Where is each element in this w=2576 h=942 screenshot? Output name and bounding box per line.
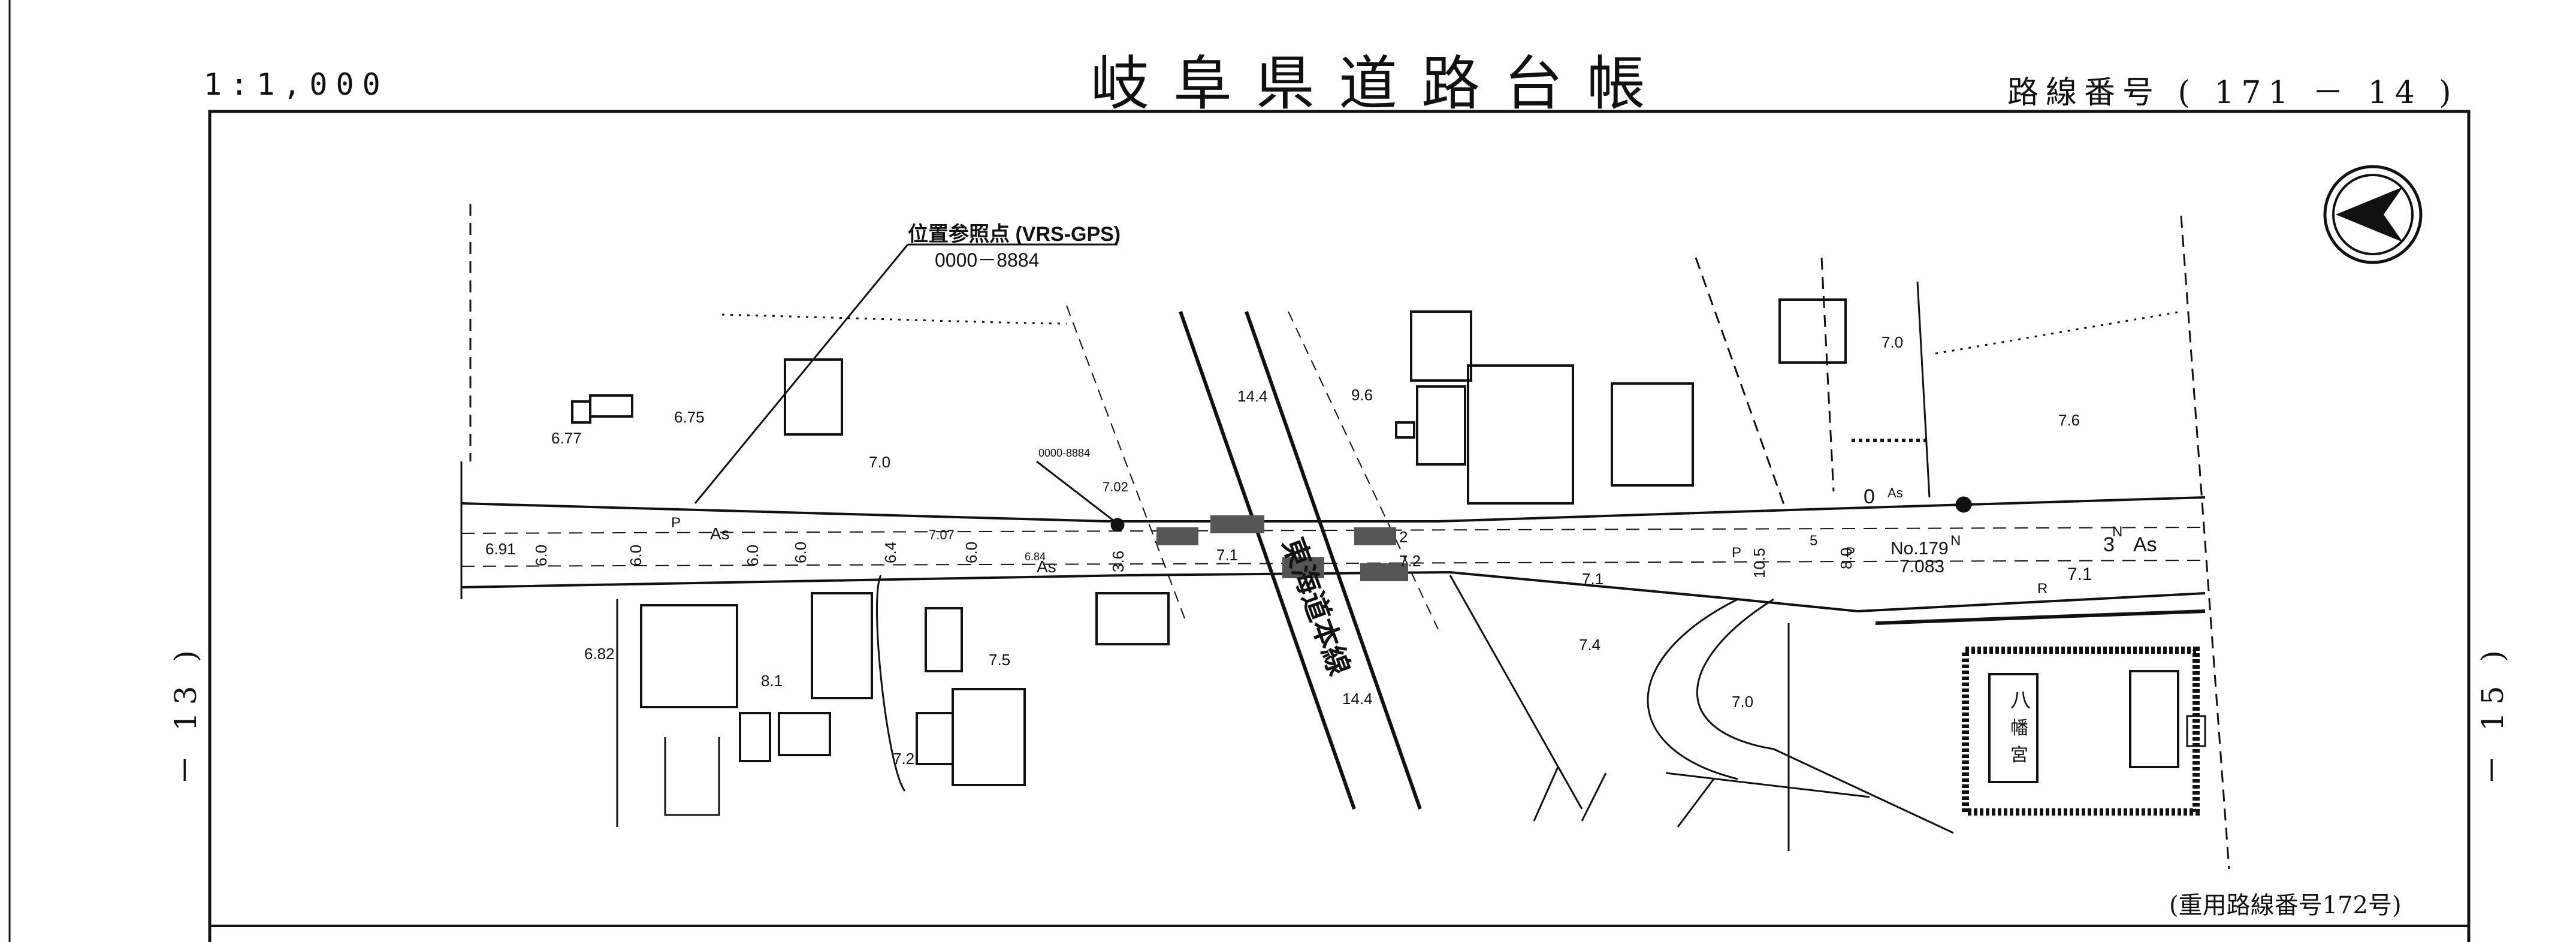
road-width: 8.0 <box>1837 548 1855 569</box>
spot-elevation: 7.07 <box>929 527 955 542</box>
railway-line <box>1066 305 1439 810</box>
spot-elevation: 7.1 <box>2067 564 2092 584</box>
spot-elevation: 14.4 <box>1237 387 1268 405</box>
north-arrow-icon <box>2323 165 2423 264</box>
spot-elevation: 6.75 <box>674 408 705 426</box>
map-markers: P P P N N R 0 2 5 <box>671 485 2122 597</box>
map-marker: P <box>1732 545 1741 561</box>
spot-elevation: 7.02 <box>1103 479 1128 494</box>
spot-elevation: 7.2 <box>1399 552 1421 570</box>
shrine-enclosure <box>1962 647 2206 816</box>
spot-elevation: 7.0 <box>869 453 890 471</box>
spot-elevation: 6.84 <box>1025 551 1046 563</box>
pavement-label-1: As <box>710 524 730 543</box>
railway-name: 東海道本線 <box>1276 534 1355 680</box>
road-width: 6.0 <box>744 545 762 566</box>
spot-elevation: 7.6 <box>2058 411 2080 429</box>
page-title: 岐阜県道路台帳 <box>1091 50 1670 118</box>
reference-point-label: 位置参照点 (VRS-GPS) <box>908 223 1121 246</box>
map-marker: R <box>2037 581 2047 597</box>
reference-point-leader <box>694 243 1972 532</box>
pavement-label-2: As <box>1037 557 1056 576</box>
reference-point-code: 0000－8884 <box>935 249 1039 271</box>
reference-point-small-code: 0000-8884 <box>1038 447 1090 459</box>
road-width: 6.0 <box>532 545 550 566</box>
shrine-name-3: 宮 <box>2010 745 2028 765</box>
pavement-label-3: As <box>2133 533 2157 556</box>
route-number: 路線番号 ( 171 － 14 ) <box>2007 75 2459 111</box>
map-marker: 0 <box>1864 485 1875 508</box>
road-width: 6.0 <box>792 542 810 563</box>
spot-elevation: 6.77 <box>551 429 582 447</box>
spot-elevation: 8.1 <box>761 672 783 690</box>
pavement-label-4: As <box>1888 485 1903 500</box>
map-marker: N <box>2112 524 2122 540</box>
spot-elevation: 6.91 <box>485 540 516 558</box>
spot-elevations: 6.77 6.75 7.0 6.91 6.82 8.1 7.5 7.2 7.07… <box>485 333 2092 768</box>
map-marker: P <box>1846 545 1855 561</box>
station-number: No.179 <box>1891 539 1949 558</box>
map-marker: P <box>671 515 681 531</box>
road-width-labels: 6.0 6.0 6.0 6.0 6.4 6.0 3.6 10.5 8.0 3 <box>532 533 2115 578</box>
map-marker: 5 <box>1810 533 1817 549</box>
map-scale: 1:1,000 <box>204 67 389 102</box>
spot-elevation: 7.2 <box>893 750 914 768</box>
overlap-route-note: (重用路線番号172号) <box>2169 892 2402 919</box>
map-marker: N <box>1950 533 1961 549</box>
shrine-name-1: 八 <box>2010 689 2031 712</box>
spot-elevation: 7.1 <box>1216 546 1238 564</box>
spot-elevation: 7.0 <box>1732 693 1753 711</box>
road-width: 3 <box>2103 533 2115 556</box>
road-width: 6.4 <box>881 542 899 563</box>
road-width: 10.5 <box>1750 548 1768 578</box>
spot-elevation: 7.1 <box>1582 570 1603 588</box>
spot-elevation: 14.4 <box>1342 690 1373 708</box>
spot-elevation: 9.6 <box>1351 386 1373 404</box>
spot-elevation: 7.0 <box>1882 333 1903 351</box>
shrine-name-2: 幡 <box>2010 718 2028 738</box>
road-width: 6.0 <box>627 545 645 566</box>
road-width: 6.0 <box>962 542 980 563</box>
side-roads <box>469 204 2230 869</box>
spot-elevation: 7.5 <box>989 651 1010 669</box>
map-marker: 2 <box>1399 528 1408 546</box>
road-width: 3.6 <box>1109 551 1127 572</box>
spot-elevation: 6.82 <box>584 645 615 663</box>
station-value: 7.083 <box>1899 557 1944 576</box>
spot-elevation: 7.4 <box>1579 636 1600 654</box>
map-frame <box>208 110 2471 942</box>
building-outlines <box>571 298 1847 786</box>
